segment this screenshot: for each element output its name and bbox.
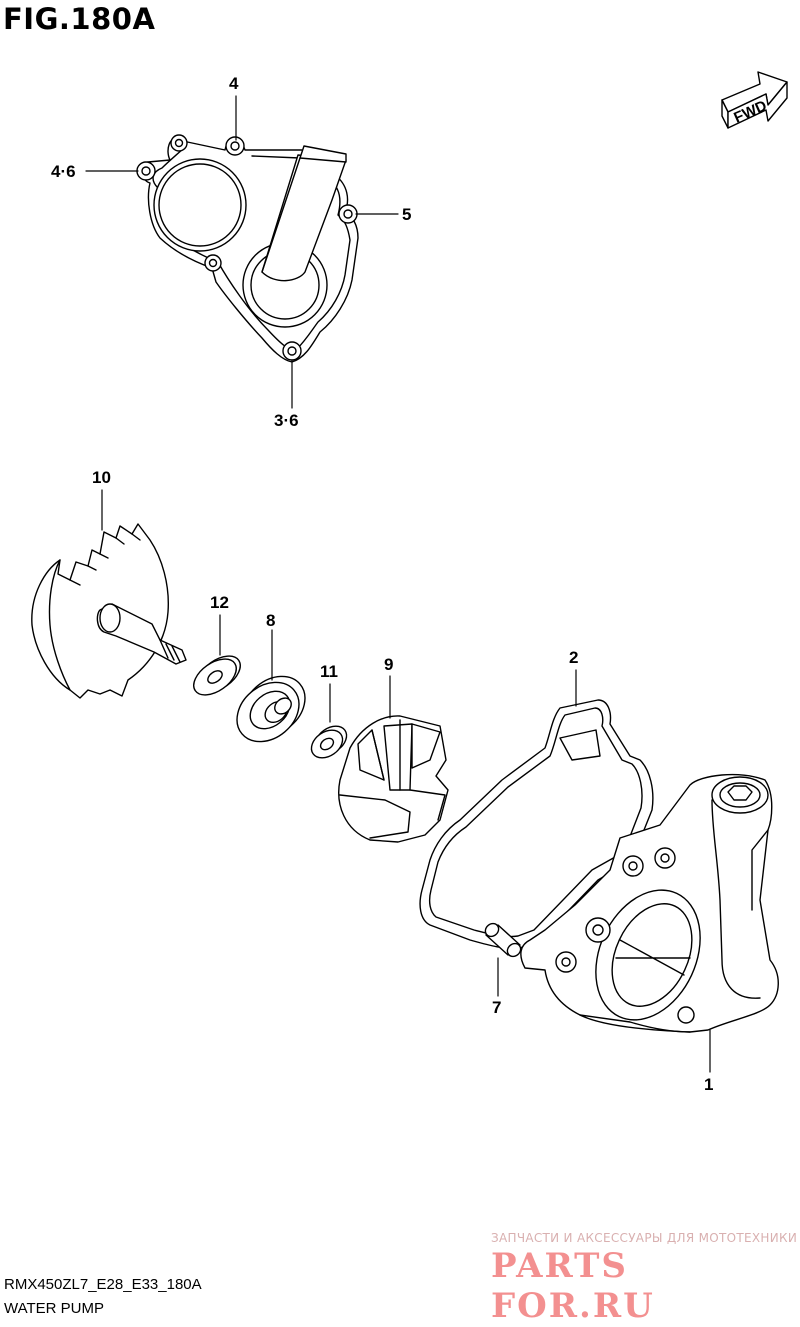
callout-4: 4 [229,74,239,93]
watermark-brand: PARTS FOR.RU [491,1246,655,1326]
oil-seal [310,725,348,759]
callout-1: 1 [704,1075,714,1094]
callout-leaders [85,95,711,1073]
section-name: WATER PUMP [4,1300,104,1317]
water-pump-cover [136,134,359,363]
forward-arrow-icon: FWD [721,71,788,129]
callout-4-6: 4·6 [51,162,76,181]
impeller-shaft-gear [31,523,187,699]
callout-7: 7 [492,998,502,1017]
callout-12: 12 [210,593,229,612]
callout-5: 5 [402,205,412,224]
callout-3-6: 3·6 [274,411,299,430]
model-code: RMX450ZL7_E28_E33_180A [4,1276,202,1293]
callout-2: 2 [569,648,579,667]
figure-title: FIG.180A [3,2,156,36]
gasket [419,699,654,950]
callout-9: 9 [384,655,394,674]
mechanical-seal [236,675,306,743]
callout-11: 11 [320,662,338,681]
water-pump-body [520,773,779,1033]
dowel-pin [484,922,522,958]
callout-8: 8 [266,611,276,630]
watermark-tagline: ЗАПЧАСТИ И АКСЕССУАРЫ ДЛЯ МОТОТЕХНИКИ [491,1231,798,1245]
callout-10: 10 [92,468,111,487]
impeller [338,715,449,843]
washer [193,655,241,696]
